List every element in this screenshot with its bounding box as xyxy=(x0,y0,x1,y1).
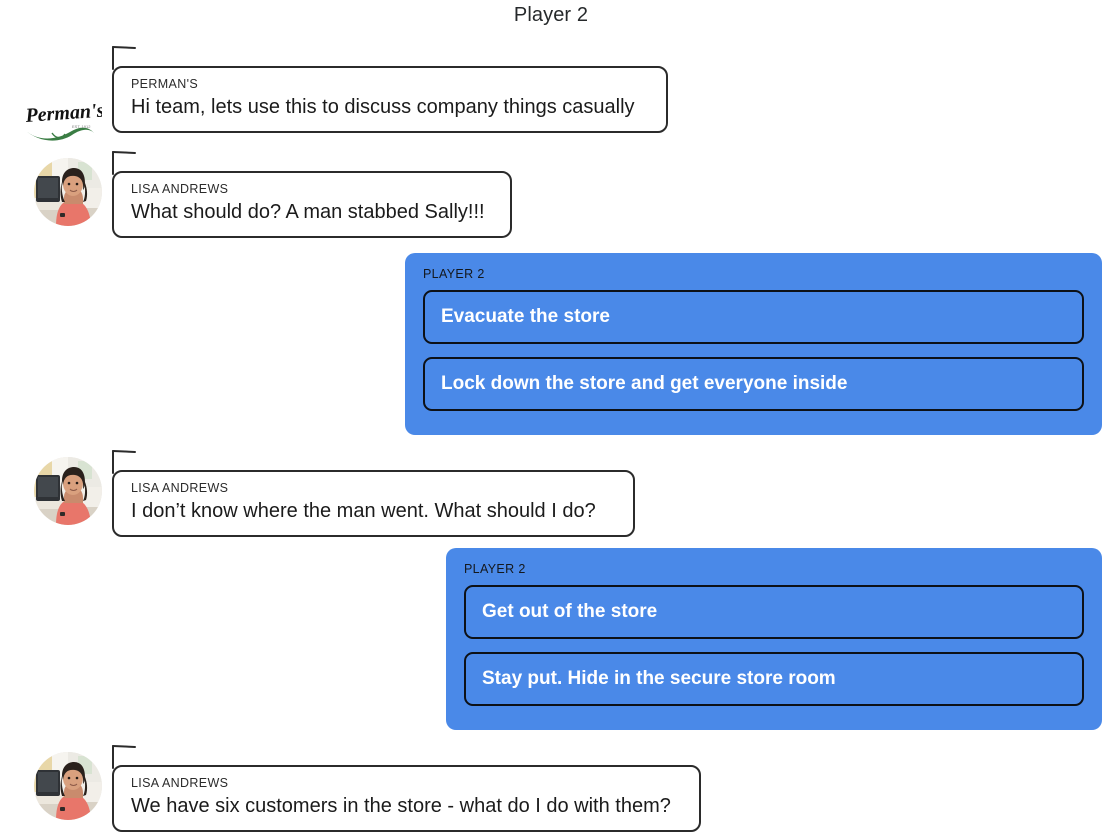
avatar xyxy=(34,457,102,525)
chat-bubble: LISA ANDREWS We have six customers in th… xyxy=(112,765,701,832)
chat-message-lisa-1: LISA ANDREWS What should do? A man stabb… xyxy=(34,151,512,238)
avatar xyxy=(34,752,102,820)
player-options-panel-2: PLAYER 2 Get out of the store Stay put. … xyxy=(446,548,1102,730)
page-title: Player 2 xyxy=(513,4,589,26)
svg-text:Perman's: Perman's xyxy=(24,100,102,128)
perman-logo-icon: Perman's EST. 1912 xyxy=(22,92,102,146)
message-sender: PERMAN'S xyxy=(131,77,199,91)
option-button-lockdown[interactable]: Lock down the store and get everyone ins… xyxy=(423,356,1084,411)
options-panel-label: PLAYER 2 xyxy=(423,267,485,281)
message-text: I don’t know where the man went. What sh… xyxy=(131,499,596,522)
option-button-stay-put[interactable]: Stay put. Hide in the secure store room xyxy=(464,651,1084,706)
message-sender: LISA ANDREWS xyxy=(131,776,229,790)
message-text: We have six customers in the store - wha… xyxy=(131,794,671,817)
chat-message-lisa-3: LISA ANDREWS We have six customers in th… xyxy=(34,745,701,832)
option-button-get-out[interactable]: Get out of the store xyxy=(464,585,1084,639)
options-panel-label: PLAYER 2 xyxy=(464,562,526,576)
chat-message-lisa-2: LISA ANDREWS I don’t know where the man … xyxy=(34,450,635,537)
message-text: What should do? A man stabbed Sally!!! xyxy=(131,200,485,223)
message-sender: LISA ANDREWS xyxy=(131,481,229,495)
chat-bubble: LISA ANDREWS I don’t know where the man … xyxy=(112,470,635,537)
player-options-panel-1: PLAYER 2 Evacuate the store Lock down th… xyxy=(405,253,1102,435)
bubble-tail xyxy=(111,151,137,175)
chat-bubble: LISA ANDREWS What should do? A man stabb… xyxy=(112,171,512,238)
chat-message-perman: Perman's EST. 1912 PERMAN'S Hi team, let… xyxy=(22,46,668,146)
avatar xyxy=(34,158,102,226)
bubble-tail xyxy=(111,745,137,769)
svg-text:EST. 1912: EST. 1912 xyxy=(72,124,91,129)
bubble-tail xyxy=(111,450,137,474)
chat-bubble: PERMAN'S Hi team, lets use this to discu… xyxy=(112,66,668,133)
bubble-tail xyxy=(111,46,137,70)
message-sender: LISA ANDREWS xyxy=(131,182,229,196)
message-text: Hi team, lets use this to discuss compan… xyxy=(131,95,635,118)
option-button-evacuate[interactable]: Evacuate the store xyxy=(423,290,1084,344)
